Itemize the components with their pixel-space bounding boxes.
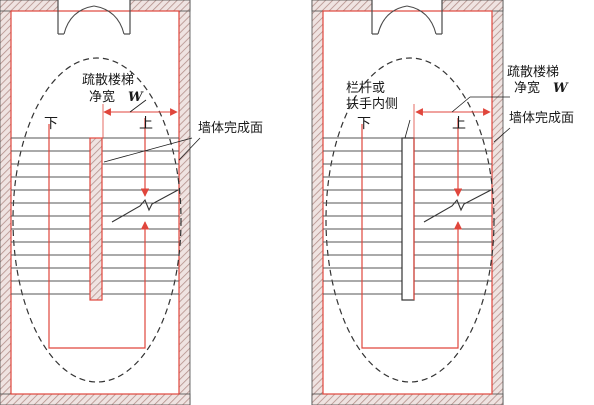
left-down-label: 下 (44, 116, 58, 132)
right-down-label: 下 (357, 116, 371, 132)
left-wall-label: 墙体完成面 (198, 121, 263, 136)
left-center-wall (89, 137, 103, 301)
right-walk-path (361, 124, 463, 349)
right-wall-finish-outline (322, 10, 493, 395)
left-door (57, 0, 131, 35)
left-stair-plan: 下 上 疏散楼梯 净宽 W 墙体完成面 (0, 0, 263, 405)
left-walk-path (48, 124, 150, 349)
right-width-dimension (413, 96, 510, 138)
left-width-label-line2: 净宽 (89, 89, 115, 105)
right-rail-label-line1: 栏杆或 (346, 81, 385, 96)
right-width-label-line1: 疏散楼梯 (507, 65, 559, 80)
left-width-dimension (102, 99, 180, 138)
left-width-symbol: W (128, 90, 144, 105)
left-up-label: 上 (139, 116, 153, 132)
right-rail-label-line2: 扶手内侧 (346, 96, 398, 112)
left-width-label-line1: 疏散楼梯 (82, 73, 134, 88)
left-wall-finish-outline (10, 10, 180, 395)
left-dashed-zone (12, 57, 182, 383)
right-break-line (423, 189, 492, 223)
right-dashed-zone (325, 57, 495, 383)
right-width-label-line2: 净宽 (514, 80, 540, 96)
right-stair-plan: 下 上 栏杆或 扶手内侧 疏散楼梯 净宽 W 墙体完成面 (311, 0, 574, 405)
right-up-label: 上 (452, 116, 466, 132)
left-break-line (111, 189, 179, 223)
right-door (371, 0, 443, 35)
right-wall-label: 墙体完成面 (509, 111, 574, 126)
right-width-symbol: W (553, 81, 569, 96)
right-center-railing (401, 137, 415, 301)
